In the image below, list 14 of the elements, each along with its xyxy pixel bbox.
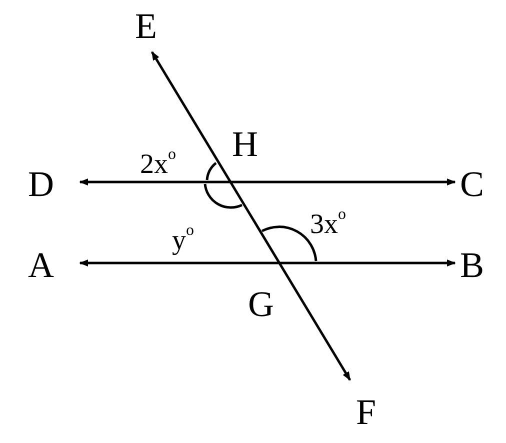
angle-label: 3x$^{o}$: [310, 205, 346, 240]
point-label: H: [232, 126, 258, 162]
point-label: C: [460, 166, 484, 202]
point-label: D: [28, 166, 54, 202]
arrow-line: [79, 178, 456, 186]
arrow-line: [79, 259, 456, 267]
arrow-line: [150, 51, 352, 381]
angle-label: 2x$^{o}$: [140, 145, 176, 180]
angle-label: y$^{o}$: [172, 221, 194, 256]
point-label: B: [460, 247, 484, 283]
point-label: F: [356, 394, 376, 430]
point-label: E: [135, 8, 157, 44]
point-label: A: [28, 247, 54, 283]
point-label: G: [248, 286, 274, 322]
